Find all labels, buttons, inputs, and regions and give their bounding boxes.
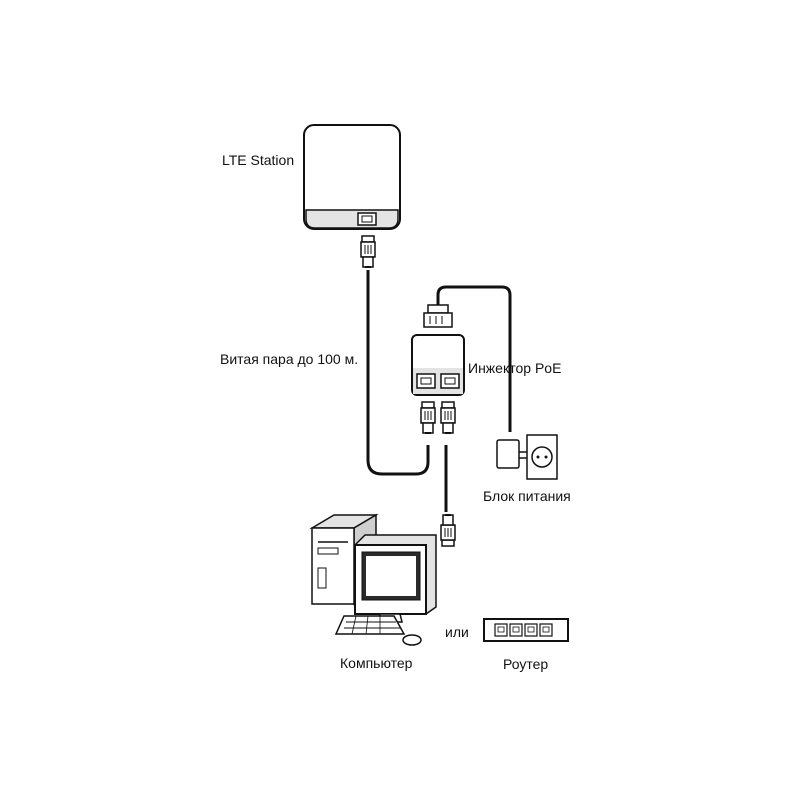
power-adapter-icon <box>496 439 527 469</box>
rj45-plug-icon <box>440 514 456 547</box>
lte-station-icon <box>303 124 401 230</box>
wall-outlet-icon <box>526 434 558 480</box>
poe-injector-label: Инжектор PoE <box>468 360 562 376</box>
power-supply-label: Блок питания <box>483 488 571 504</box>
rj45-plug-icon <box>420 401 456 434</box>
router-icon <box>483 618 569 642</box>
poe-injector-icon <box>411 304 465 396</box>
cable-length-label: Витая пара до 100 м. <box>220 351 359 367</box>
computer-label: Компьютер <box>340 655 413 671</box>
router-label: Роутер <box>503 656 549 672</box>
lte-station-label: LTE Station <box>222 152 295 168</box>
twisted-pair-cable <box>366 270 512 512</box>
or-label: или <box>445 624 469 640</box>
rj45-plug-icon <box>360 235 376 268</box>
computer-icon <box>309 513 437 646</box>
